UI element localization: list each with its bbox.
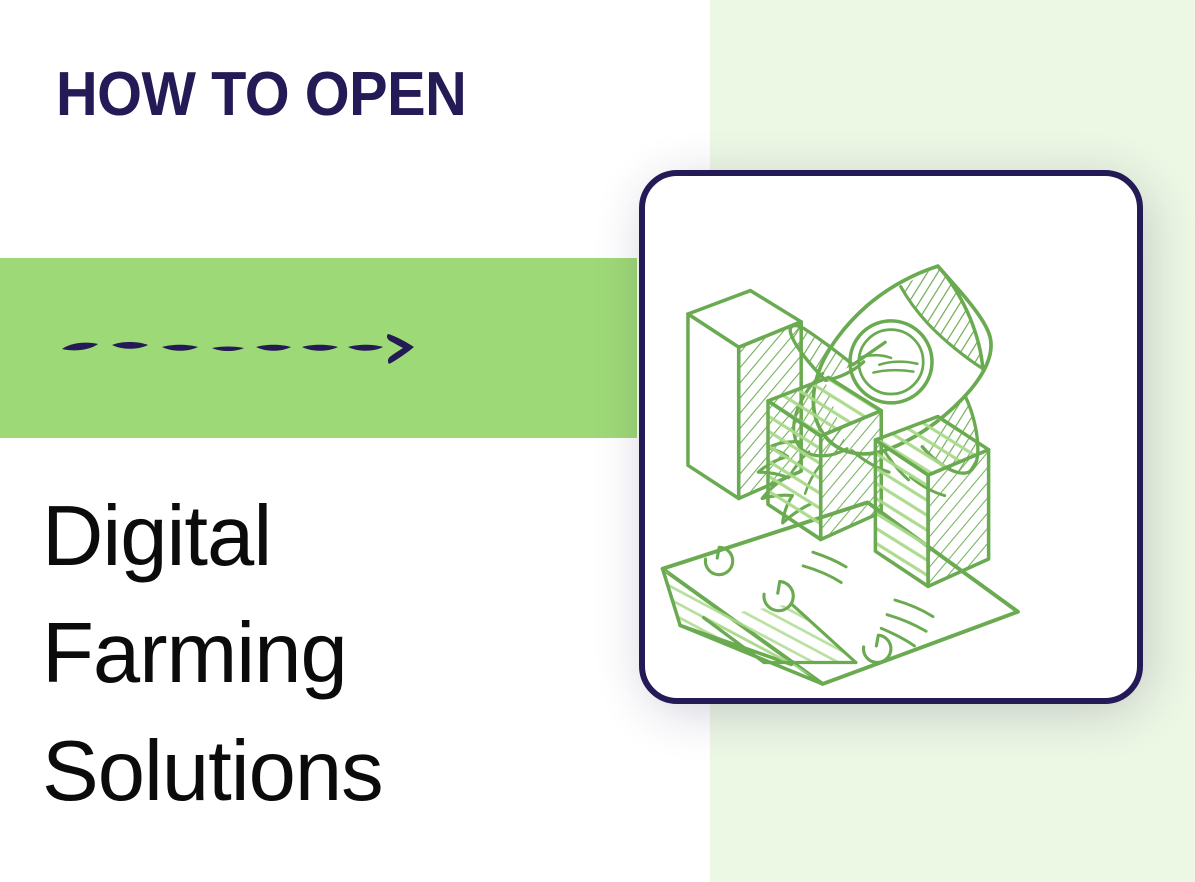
bar-2 <box>766 375 883 542</box>
page-title: HOW TO OPEN <box>56 60 467 129</box>
illustration-card <box>639 170 1143 704</box>
dashed-arrow-icon <box>52 316 422 372</box>
headline: Digital Farming Solutions <box>42 478 602 830</box>
headline-line-1: Digital <box>42 489 272 584</box>
left-white-panel <box>0 0 710 882</box>
headline-line-3: Solutions <box>42 723 384 819</box>
bar-3 <box>873 414 991 589</box>
headline-line-2: Farming <box>42 606 348 702</box>
